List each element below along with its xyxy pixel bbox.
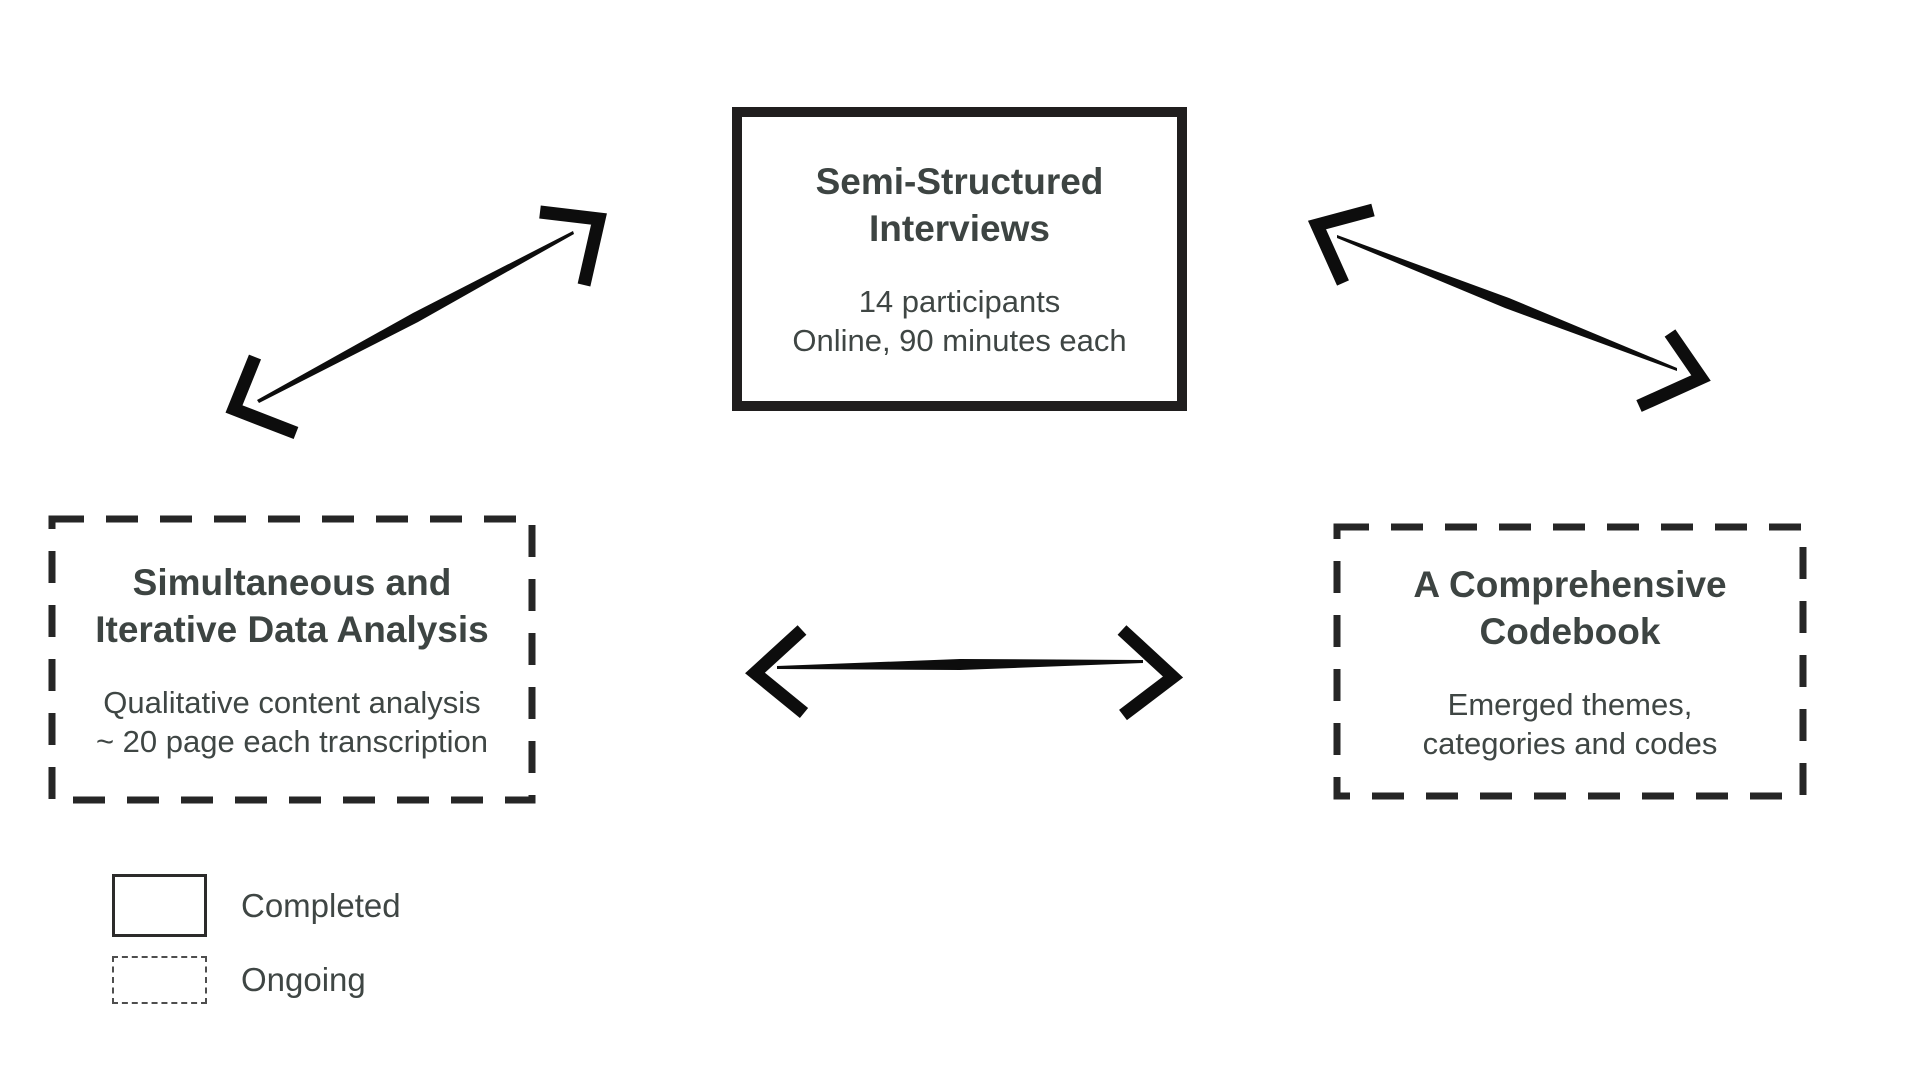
node-detail-line: Online, 90 minutes each bbox=[792, 323, 1127, 358]
legend: Completed Ongoing bbox=[112, 874, 401, 1004]
node-semi-structured-interviews: Semi-Structured Interviews 14 participan… bbox=[732, 107, 1187, 411]
node-title-line: Simultaneous and bbox=[132, 561, 452, 603]
node-detail-line: Qualitative content analysis bbox=[103, 684, 481, 720]
node-data-analysis: Simultaneous and Iterative Data Analysis… bbox=[46, 513, 538, 806]
node-detail: Emerged themes, categories and codes bbox=[1423, 685, 1718, 763]
node-detail-line: Emerged themes, bbox=[1447, 686, 1693, 722]
legend-item-ongoing: Ongoing bbox=[112, 956, 401, 1004]
node-title: Semi-Structured Interviews bbox=[816, 158, 1104, 252]
dashed-border bbox=[48, 515, 536, 804]
node-detail-line: 14 participants bbox=[858, 284, 1061, 319]
node-title-line: Codebook bbox=[1479, 610, 1661, 652]
node-title: A Comprehensive Codebook bbox=[1413, 561, 1726, 655]
node-title-line: Iterative Data Analysis bbox=[95, 608, 489, 650]
legend-label-ongoing: Ongoing bbox=[241, 961, 366, 998]
completed-solid-box-icon bbox=[112, 874, 207, 937]
node-detail-line: ~ 20 page each transcription bbox=[95, 723, 489, 759]
node-detail: Qualitative content analysis ~ 20 page e… bbox=[96, 683, 488, 761]
node-title-line: Semi-Structured bbox=[815, 161, 1104, 202]
node-detail-line: categories and codes bbox=[1422, 725, 1718, 761]
node-title: Simultaneous and Iterative Data Analysis bbox=[95, 559, 489, 653]
double-arrow-icon bbox=[745, 625, 1184, 721]
node-codebook: A Comprehensive Codebook Emerged themes,… bbox=[1331, 521, 1809, 802]
double-arrow-icon bbox=[225, 205, 607, 440]
ongoing-dashed-box-icon bbox=[112, 956, 207, 1004]
legend-label-completed: Completed bbox=[241, 886, 401, 924]
node-detail: 14 participants Online, 90 minutes each bbox=[792, 282, 1126, 360]
node-title-line: A Comprehensive bbox=[1413, 563, 1727, 605]
double-arrow-icon bbox=[1307, 203, 1711, 412]
node-title-line: Interviews bbox=[869, 208, 1050, 249]
legend-item-completed: Completed bbox=[112, 874, 401, 937]
